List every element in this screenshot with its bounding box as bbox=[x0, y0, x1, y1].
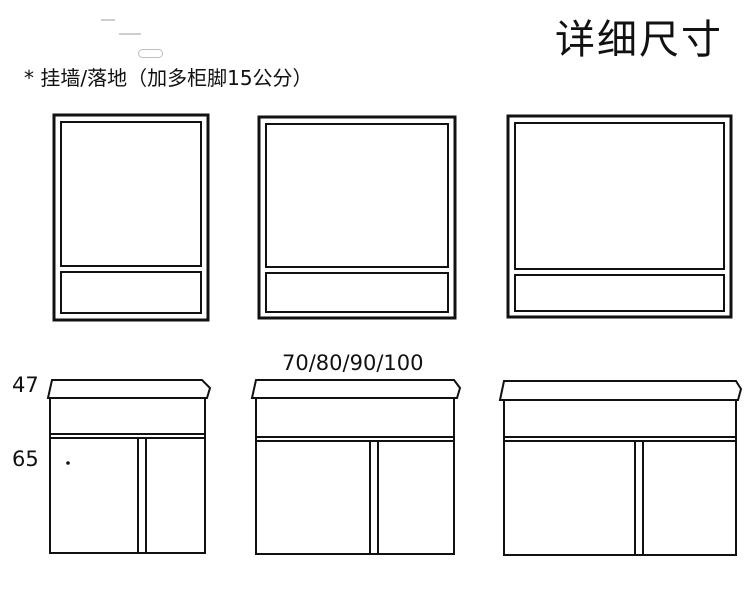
top-height-dimension-label: 47 bbox=[12, 373, 39, 397]
floor-cabinet-large bbox=[498, 380, 743, 556]
mirror-cabinet-large bbox=[506, 114, 733, 319]
page-title: 详细尺寸 bbox=[555, 17, 723, 63]
decorative-dash bbox=[101, 19, 115, 21]
floor-cabinet-medium bbox=[250, 379, 462, 555]
body-height-dimension-label: 65 bbox=[12, 447, 39, 471]
floor-cabinet-small bbox=[46, 379, 212, 554]
mounting-note: * 挂墙/落地（加多柜脚15公分） bbox=[24, 66, 313, 90]
mirror-cabinet-small bbox=[52, 113, 210, 322]
mirror-cabinet-medium bbox=[257, 115, 457, 320]
decorative-dash bbox=[119, 33, 141, 35]
width-dimension-label: 70/80/90/100 bbox=[282, 351, 424, 375]
decorative-pill-icon bbox=[138, 49, 163, 58]
